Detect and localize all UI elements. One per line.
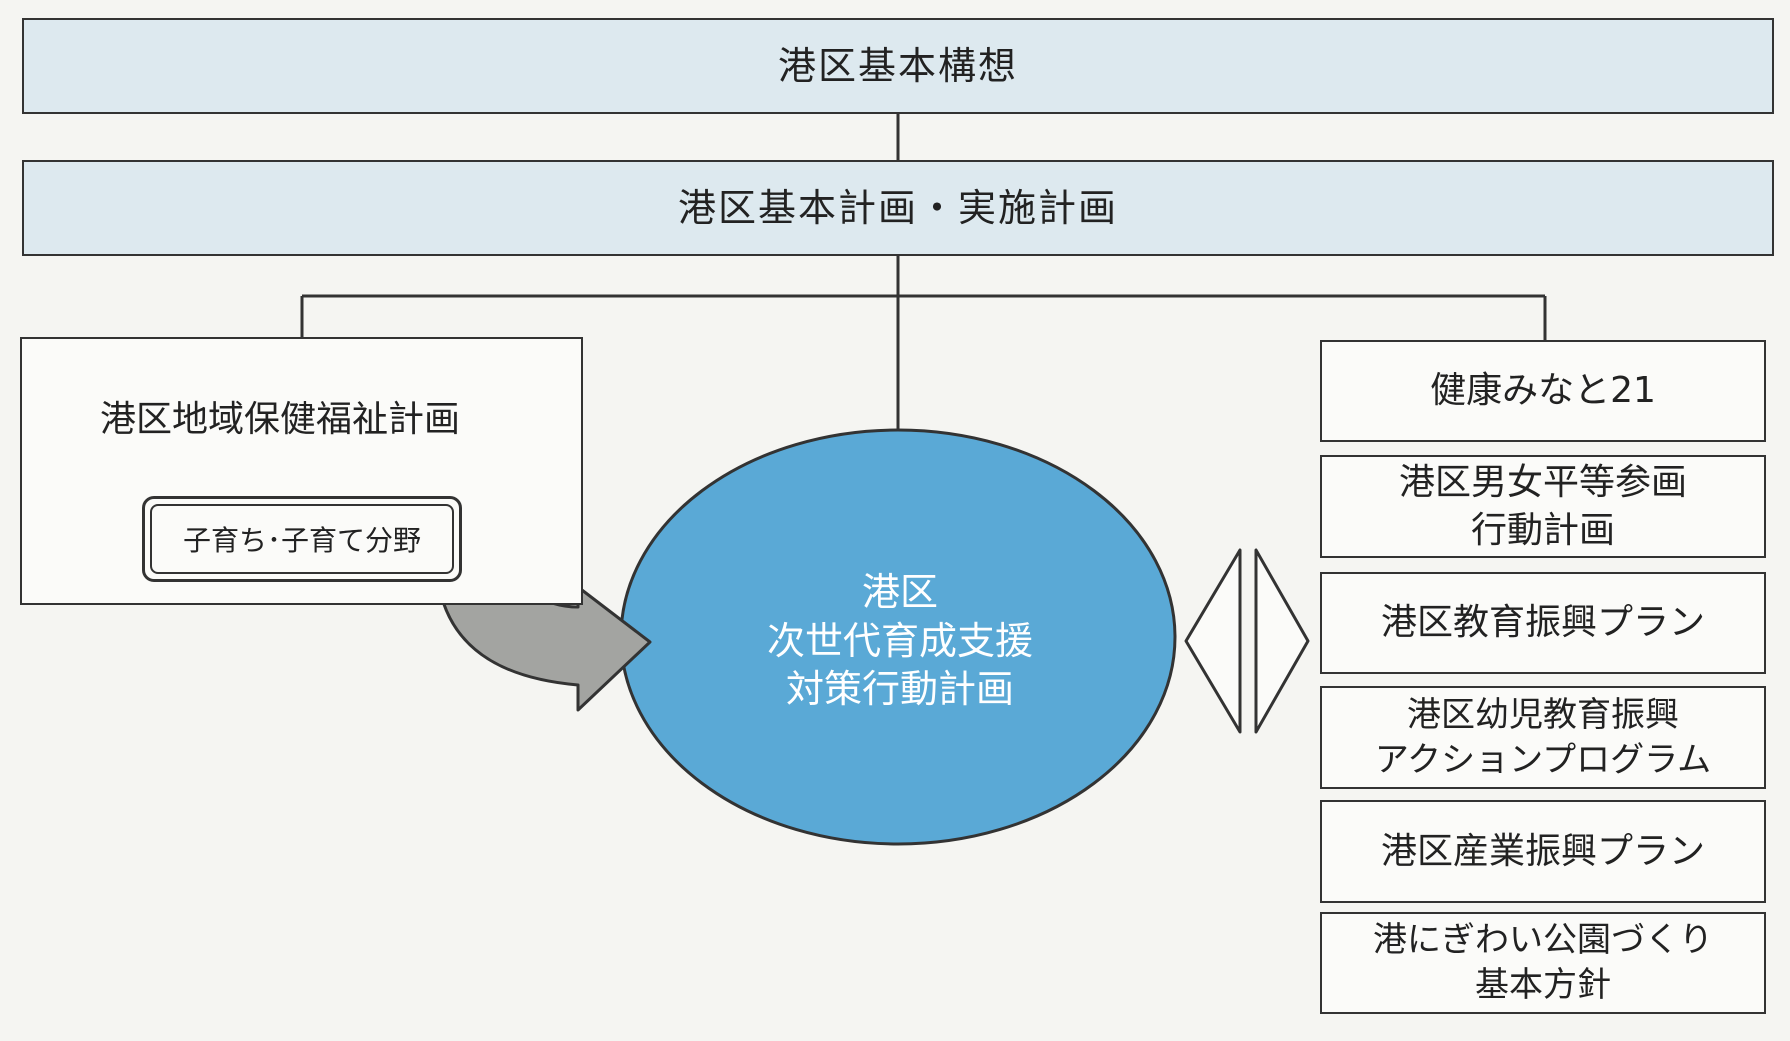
center-line-1: 港区 bbox=[861, 570, 938, 614]
related-plan-label: 健康みなと21 bbox=[1430, 370, 1656, 412]
related-plan-label: 港区産業振興プラン bbox=[1380, 830, 1705, 872]
basic-plan-box: 港区基本計画・実施計画 bbox=[22, 160, 1774, 256]
related-plan-box: 港区教育振興プラン bbox=[1320, 572, 1766, 674]
related-plan-label: 港区男女平等参画 行動計画 bbox=[1398, 461, 1687, 551]
basic-concept-box: 港区基本構想 bbox=[22, 18, 1774, 114]
welfare-plan-title: 港区地域保健福祉計画 bbox=[100, 399, 461, 440]
center-line-2: 次世代育成支援 bbox=[766, 618, 1033, 663]
left-triangle-icon bbox=[1184, 548, 1242, 734]
center-plan-text: 港区 次世代育成支援 対策行動計画 bbox=[700, 568, 1100, 714]
center-line-3: 対策行動計画 bbox=[785, 667, 1014, 712]
related-plan-box: 港区幼児教育振興 アクションプログラム bbox=[1320, 686, 1766, 789]
related-plan-box: 港にぎわい公園づくり 基本方針 bbox=[1320, 912, 1766, 1014]
right-triangle-icon bbox=[1254, 548, 1310, 734]
basic-concept-label: 港区基本構想 bbox=[777, 43, 1018, 88]
child-field-box: 子育ち･子育て分野 bbox=[142, 496, 462, 582]
related-plan-box: 港区産業振興プラン bbox=[1320, 800, 1766, 903]
basic-plan-label: 港区基本計画・実施計画 bbox=[677, 185, 1118, 230]
related-plan-box: 港区男女平等参画 行動計画 bbox=[1320, 455, 1766, 558]
related-plan-label: 港区幼児教育振興 アクションプログラム bbox=[1374, 694, 1712, 780]
related-plan-label: 港区教育振興プラン bbox=[1380, 602, 1705, 644]
child-field-label: 子育ち･子育て分野 bbox=[150, 504, 454, 574]
related-plan-box: 健康みなと21 bbox=[1320, 340, 1766, 442]
related-plan-label: 港にぎわい公園づくり 基本方針 bbox=[1373, 920, 1713, 1005]
